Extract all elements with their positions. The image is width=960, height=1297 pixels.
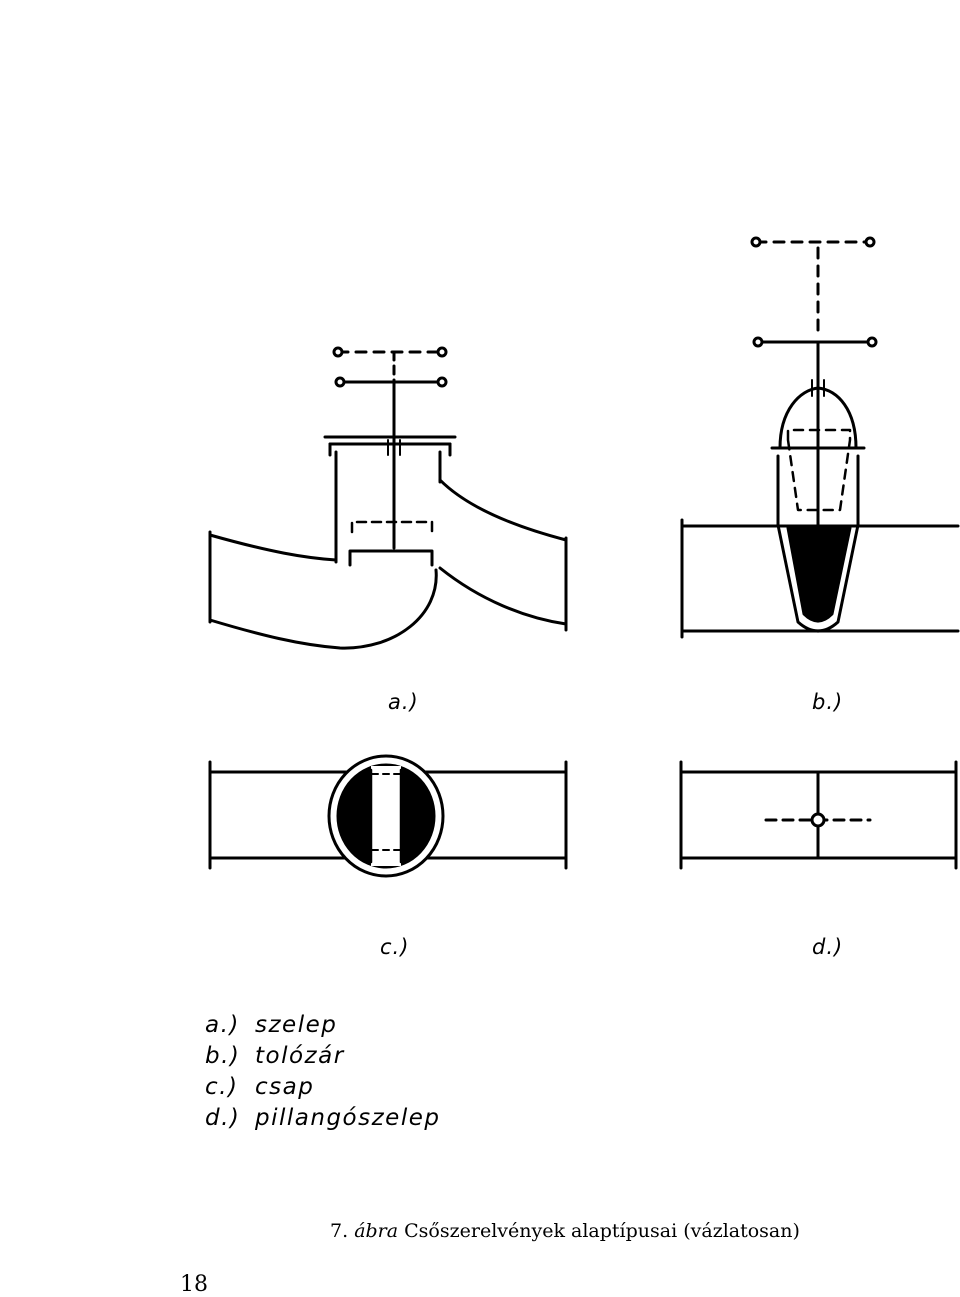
page-number: 18 — [180, 1272, 208, 1297]
legend-text: szelep — [255, 1012, 338, 1038]
legend-item-c: c.) csap — [205, 1072, 440, 1103]
legend-key: a.) — [205, 1012, 240, 1038]
gate-valve-drawing — [680, 236, 960, 639]
legend-item-a: a.) szelep — [205, 1010, 440, 1041]
caption-title: Csőszerelvények alaptípusai (vázlatosan) — [404, 1220, 800, 1242]
panel-label-c: c.) — [380, 935, 410, 959]
caption-word: ábra — [354, 1220, 399, 1242]
panel-label-a: a.) — [388, 690, 419, 714]
legend-key: d.) — [205, 1105, 241, 1131]
figure-caption: 7. ábra Csőszerelvények alaptípusai (váz… — [330, 1220, 800, 1242]
butterfly-valve-drawing — [679, 760, 958, 870]
legend-text: tolózár — [255, 1043, 345, 1069]
legend-item-b: b.) tolózár — [205, 1041, 440, 1072]
panel-label-b: b.) — [812, 690, 844, 714]
panel-label-d: d.) — [812, 935, 844, 959]
legend: a.) szelep b.) tolózár c.) csap d.) pill… — [205, 1010, 440, 1134]
caption-number: 7. — [330, 1220, 349, 1242]
legend-key: c.) — [205, 1074, 239, 1100]
legend-text: pillangószelep — [255, 1105, 441, 1131]
legend-key: b.) — [205, 1043, 241, 1069]
legend-item-d: d.) pillangószelep — [205, 1103, 440, 1134]
globe-valve-drawing — [208, 346, 568, 650]
plug-valve-drawing — [208, 754, 568, 878]
legend-text: csap — [255, 1074, 315, 1100]
